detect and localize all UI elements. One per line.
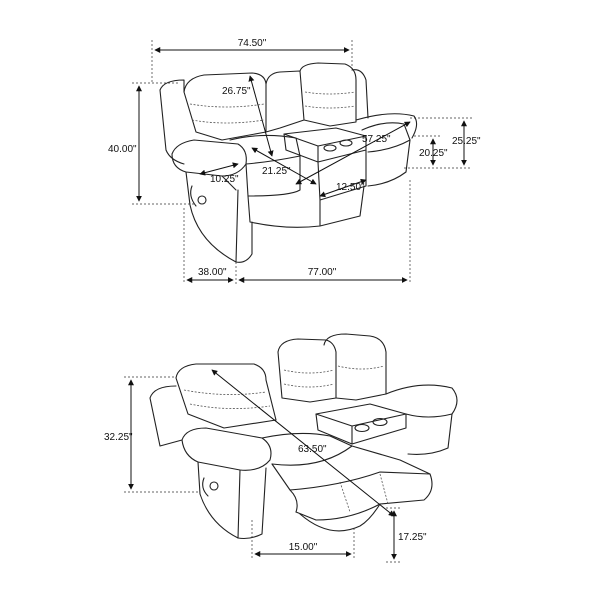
dim-reclined-diagonal: 63.50" — [211, 369, 395, 517]
label-seat-width: 57.25" — [362, 134, 391, 145]
dim-arm-height: 25.25" — [404, 117, 481, 169]
label-seat-depth: 21.25" — [262, 166, 291, 177]
dim-seat-depth: 21.25" — [251, 147, 317, 185]
dim-back-height: 26.75" — [222, 75, 274, 157]
reclined-view-figure: 32.25" 63.50" 15.00" 17.25" — [104, 333, 458, 563]
dim-arm-width: 10.25" — [199, 162, 239, 185]
front-view-figure: 74.50" 26.75" 40.00" 57.25" 25.25" — [108, 38, 481, 284]
label-overall-width: 74.50" — [238, 38, 267, 49]
label-footrest-height: 17.25" — [398, 532, 427, 543]
dim-seat-height: 20.25" — [414, 135, 448, 166]
label-back-height: 26.75" — [222, 86, 251, 97]
label-arm-width: 10.25" — [210, 174, 239, 185]
dim-console-width: 12.50" — [319, 178, 367, 198]
label-console-width: 12.50" — [336, 182, 365, 193]
dim-overall-width: 74.50" — [151, 38, 353, 82]
label-depth: 38.00" — [198, 267, 227, 278]
dim-reclined-height: 32.25" — [104, 376, 198, 493]
sofa-reclined-illustration — [149, 333, 458, 540]
label-arm-height: 25.25" — [452, 136, 481, 147]
label-reclined-height: 32.25" — [104, 432, 133, 443]
label-footrest-length: 15.00" — [289, 542, 318, 553]
dim-footrest-length: 15.00" — [251, 520, 355, 560]
sofa-front-illustration — [159, 62, 418, 263]
label-seat-height: 20.25" — [419, 148, 448, 159]
dim-depth: 38.00" — [183, 180, 411, 284]
label-reclined-depth: 77.00" — [308, 267, 337, 278]
label-reclined-diagonal: 63.50" — [298, 444, 327, 455]
dim-overall-height: 40.00" — [108, 82, 196, 205]
dim-reclined-depth: 77.00" — [238, 267, 408, 283]
dim-footrest-height: 17.25" — [386, 507, 427, 563]
dim-seat-width: 57.25" — [295, 121, 411, 185]
label-overall-height: 40.00" — [108, 144, 137, 155]
